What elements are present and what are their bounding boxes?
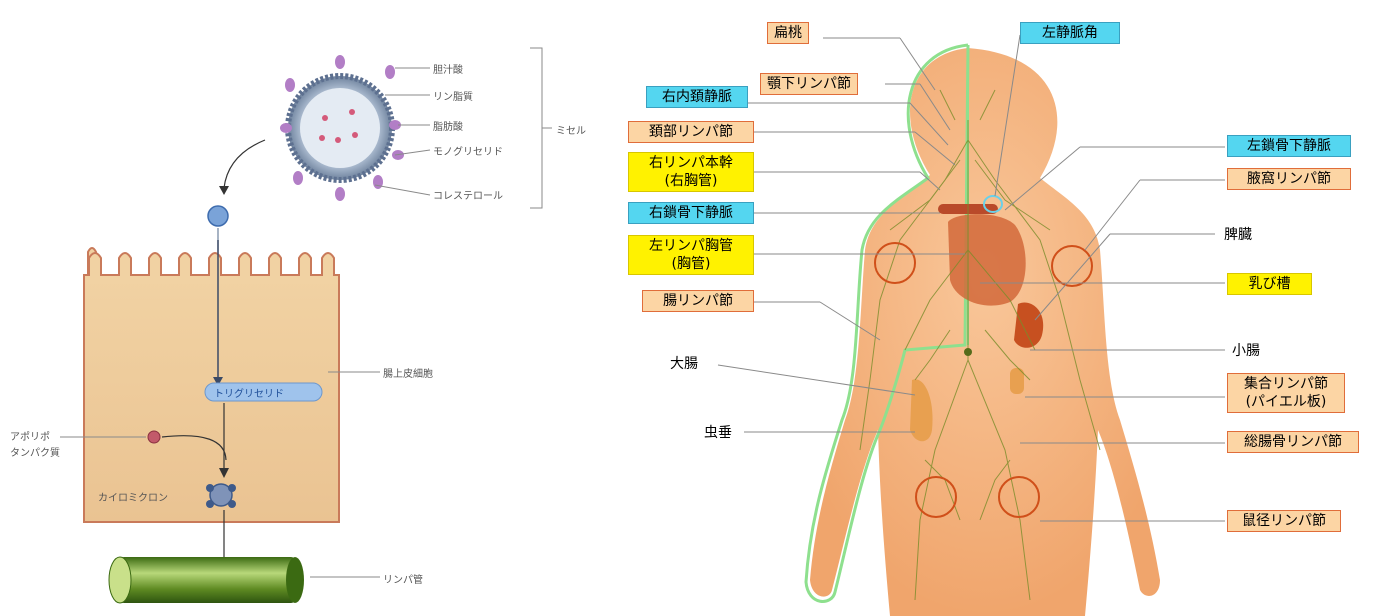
- label-small-intestine: 小腸: [1226, 341, 1266, 361]
- micelle-core: [300, 88, 380, 168]
- apolipoprotein-dot: [148, 431, 160, 443]
- fat-droplet: [208, 206, 228, 226]
- label-right-internal-jugular: 右内頚静脈: [646, 86, 748, 108]
- micelle-leaders: [375, 48, 552, 208]
- label-axillary-node: 腋窩リンパ節: [1227, 168, 1351, 190]
- triglyceride-label: トリグリセリド: [214, 385, 284, 400]
- chylomicron-label: カイロミクロン: [98, 489, 168, 504]
- label-large-intestine: 大腸: [664, 354, 704, 374]
- micelle-component-label: コレステロール: [433, 187, 503, 202]
- label-right-subclavian-vein: 右鎖骨下静脈: [628, 202, 754, 224]
- label-appendix: 虫垂: [698, 423, 738, 443]
- micelle-component-label: リン脂質: [433, 88, 473, 103]
- label-submandibular-node: 顎下リンパ節: [760, 73, 858, 95]
- label-right-lymphatic-duct: 右リンパ本幹 (右胸管): [628, 152, 754, 192]
- label-common-iliac-node: 総腸骨リンパ節: [1227, 431, 1359, 453]
- micelle-diagram: [60, 48, 552, 603]
- label-inguinal-node: 鼠径リンパ節: [1227, 510, 1341, 532]
- micelle-arrow: [224, 140, 265, 188]
- label-intestinal-node: 腸リンパ節: [642, 290, 754, 312]
- label-thoracic-duct: 左リンパ胸管 (胸管): [628, 235, 754, 275]
- label-cisterna-chyli: 乳び槽: [1227, 273, 1312, 295]
- epithelial-cell-label: 腸上皮細胞: [383, 365, 433, 380]
- label-tonsil: 扁桃: [767, 22, 809, 44]
- label-left-venous-angle: 左静脈角: [1020, 22, 1120, 44]
- heart-organ: [948, 214, 1026, 305]
- label-left-subclavian-vein: 左鎖骨下静脈: [1227, 135, 1351, 157]
- chylomicron: [206, 484, 236, 508]
- apolipoprotein-label: アポリポ タンパク質: [10, 430, 60, 462]
- micelle-label: ミセル: [556, 122, 586, 137]
- lymph-vessel-tube: [109, 557, 304, 603]
- label-cervical-node: 頚部リンパ節: [628, 121, 754, 143]
- micelle-component-label: 胆汁酸: [433, 61, 463, 76]
- micelle-component-label: 脂肪酸: [433, 118, 463, 133]
- micelle-component-label: モノグリセリド: [433, 143, 503, 158]
- human-body: [806, 45, 1160, 616]
- lymph-vessel-label: リンパ管: [383, 571, 423, 586]
- body-silhouette: [810, 48, 1160, 616]
- label-spleen: 脾臓: [1218, 225, 1258, 245]
- label-peyer-patch: 集合リンパ節 (パイエル板): [1227, 373, 1345, 413]
